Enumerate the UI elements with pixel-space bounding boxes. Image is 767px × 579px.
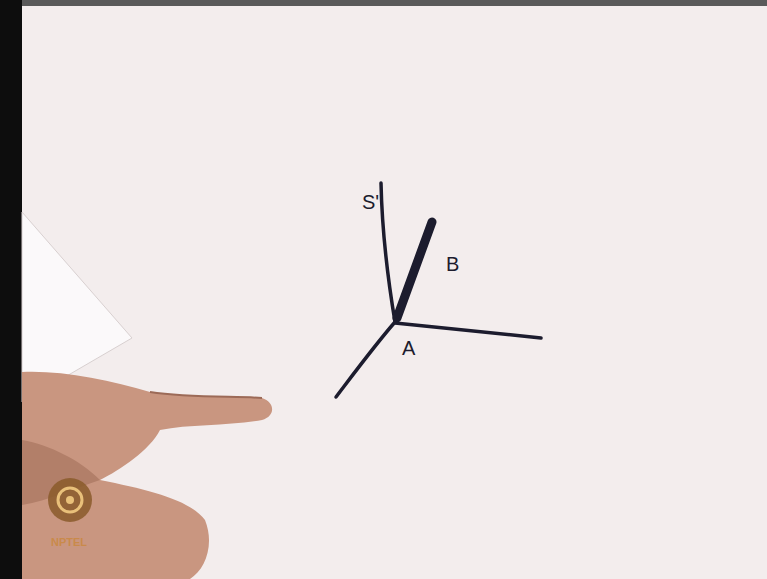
hand bbox=[22, 372, 272, 579]
point-label: S' bbox=[362, 192, 379, 212]
finger-edge bbox=[150, 392, 262, 398]
top-edge bbox=[0, 0, 767, 6]
logo-ring bbox=[58, 488, 82, 512]
line-down bbox=[336, 322, 395, 397]
line-right bbox=[395, 323, 541, 338]
logo-text: NPTEL bbox=[51, 537, 87, 548]
thick-line-b bbox=[397, 222, 432, 318]
point-label: A bbox=[402, 338, 415, 358]
left-strip bbox=[0, 0, 22, 579]
logo-circle bbox=[48, 478, 92, 522]
logo-dot bbox=[66, 496, 74, 504]
line-s bbox=[381, 183, 395, 322]
point-label: B bbox=[446, 254, 459, 274]
